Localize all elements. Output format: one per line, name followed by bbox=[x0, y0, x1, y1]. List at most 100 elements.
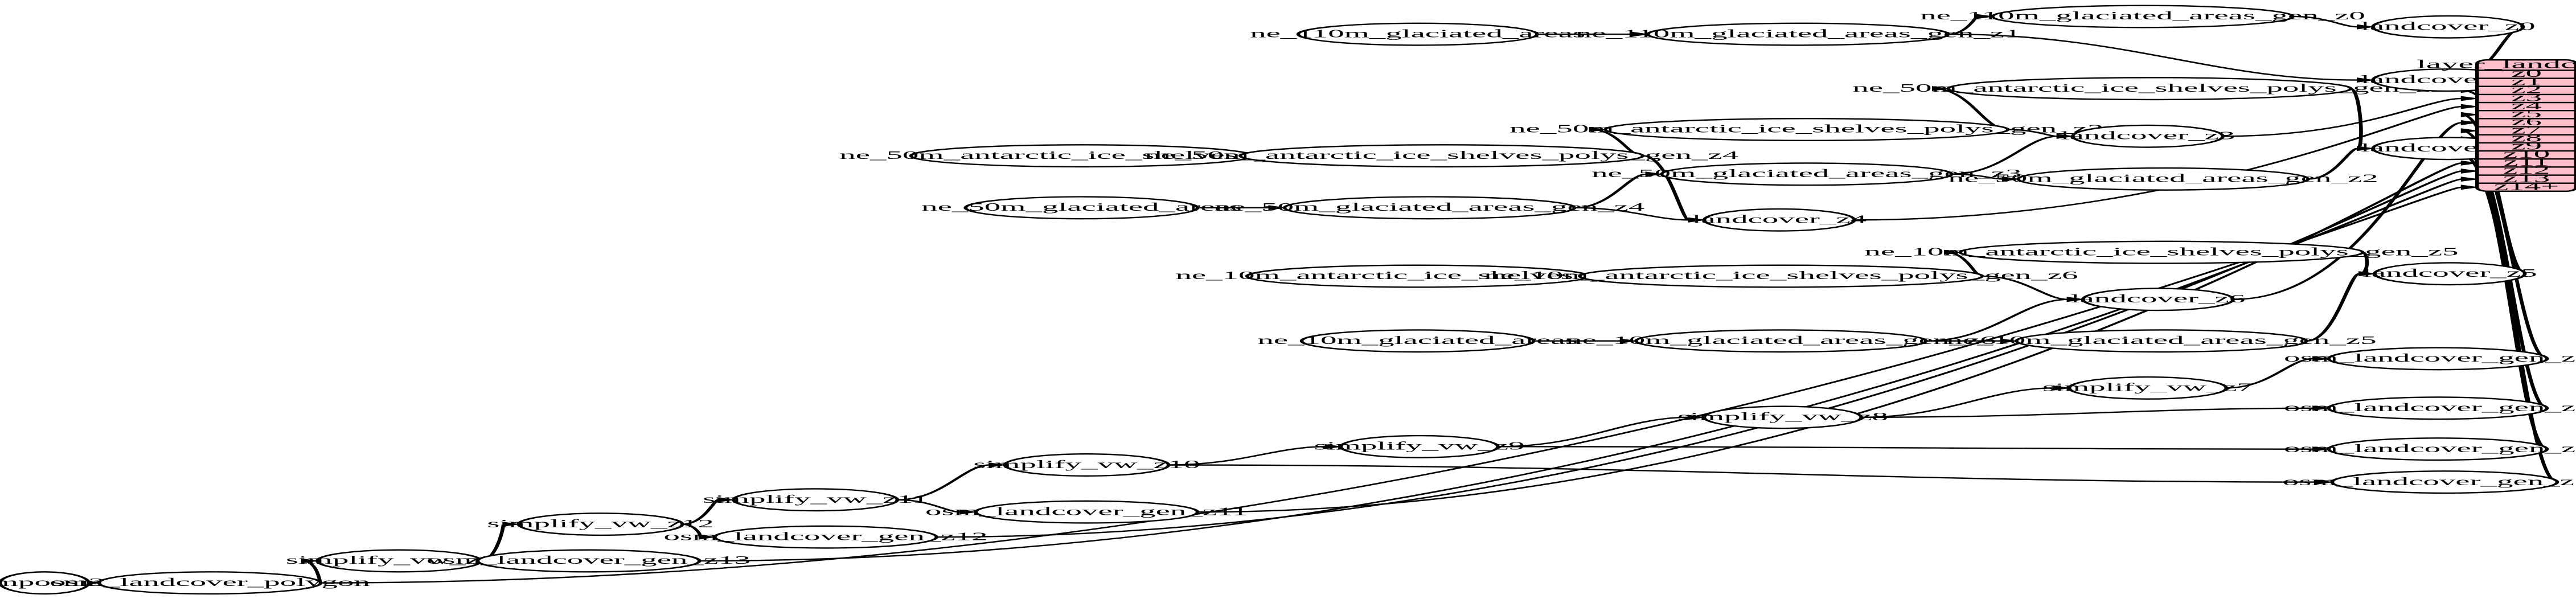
graph-node-landcover_z0[interactable]: landcover_z0 bbox=[2361, 15, 2536, 39]
arrowhead-icon bbox=[2312, 405, 2331, 411]
graph-node-ne_110m_glaciated_areas_gen_z0[interactable]: ne_110m_glaciated_areas_gen_z0 bbox=[1920, 5, 2365, 28]
graph-node-ne_110m_glaciated_areas[interactable]: ne_110m_glaciated_areas bbox=[1250, 22, 1585, 46]
graph-node-osm_landcover_gen_z8[interactable]: osm_landcover_gen_z8 bbox=[2284, 396, 2576, 420]
record-row-z11[interactable]: z11 bbox=[2504, 155, 2549, 168]
record-row-z10[interactable]: z10 bbox=[2503, 147, 2550, 160]
graph-node-ne_50m_glaciated_areas[interactable]: ne_50m_glaciated_areas bbox=[921, 196, 1242, 220]
arrowhead-icon bbox=[1943, 249, 1963, 255]
record-row-z12[interactable]: z12 bbox=[2503, 163, 2550, 176]
node-label: landcover_z0 bbox=[2361, 20, 2536, 32]
node-label: ne_10m_glaciated_areas bbox=[1257, 334, 1578, 346]
edge-ne_50m_glaciated_areas_gen_z2-to-landcover_z2 bbox=[2307, 147, 2359, 180]
graph-node-ne_10m_antarctic_ice_shelves_polys_gen_z5[interactable]: ne_10m_antarctic_ice_shelves_polys_gen_z… bbox=[1864, 240, 2459, 264]
graph-node-simplify_vw_z13[interactable]: simplify_vw_z13 bbox=[286, 549, 512, 573]
node-shape bbox=[0, 571, 91, 595]
arrowhead-icon bbox=[988, 462, 1007, 468]
record-row-z4[interactable]: z4 bbox=[2511, 99, 2542, 112]
graph-node-ne_50m_antarctic_ice_shelves_polys[interactable]: ne_50m_antarctic_ice_shelves_polys bbox=[839, 144, 1324, 168]
arrowhead-icon bbox=[1268, 205, 1287, 211]
graph-node-imposm3[interactable]: imposm3 bbox=[0, 571, 105, 595]
node-label: simplify_vw_z12 bbox=[487, 517, 713, 530]
edge-simplify_vw_z12-to-simplify_vw_z11 bbox=[682, 499, 720, 525]
graph-node-osm_landcover_gen_z12[interactable]: osm_landcover_gen_z12 bbox=[664, 525, 988, 549]
record-row-z0[interactable]: z0 bbox=[2511, 67, 2542, 80]
graph-node-simplify_vw_z11[interactable]: simplify_vw_z11 bbox=[703, 488, 928, 512]
record-row-z2[interactable]: z2 bbox=[2511, 83, 2542, 96]
graph-node-osm_landcover_polygon[interactable]: osm_landcover_polygon bbox=[50, 571, 370, 595]
arrowhead-icon bbox=[717, 497, 736, 503]
record-row-z6[interactable]: z6 bbox=[2511, 115, 2542, 128]
node-label: ne_50m_antarctic_ice_shelves_polys_gen_z… bbox=[1509, 122, 2103, 135]
graph-node-ne_10m_glaciated_areas_gen_z5[interactable]: ne_10m_glaciated_areas_gen_z5 bbox=[1946, 329, 2377, 353]
arrowhead-icon bbox=[2066, 297, 2086, 302]
node-shape bbox=[2327, 347, 2549, 371]
record-row-z13[interactable]: z13 bbox=[2503, 172, 2550, 184]
edge-ne_10m_antarctic_ice_shelves_polys_gen_z6-to-landcover_z6 bbox=[1982, 275, 2068, 300]
record-row-z7[interactable]: z7 bbox=[2511, 124, 2542, 136]
record-table-layer: layer_landcoverz0z1z2z3z4z5z6z7z8z9z10z1… bbox=[2417, 58, 2576, 192]
node-shape bbox=[1003, 453, 1171, 477]
arrowhead-icon bbox=[2001, 176, 2021, 182]
record-row-z3[interactable]: z3 bbox=[2511, 91, 2542, 104]
arrowhead-icon bbox=[959, 509, 978, 515]
record-row-z5[interactable]: z5 bbox=[2511, 107, 2542, 120]
node-shape bbox=[1299, 329, 1536, 353]
node-label: osm_landcover_polygon bbox=[50, 576, 370, 588]
node-shape bbox=[2330, 470, 2559, 494]
graph-node-landcover_z5[interactable]: landcover_z5 bbox=[2362, 262, 2537, 286]
arrowhead-icon bbox=[2460, 169, 2480, 174]
node-shape bbox=[1282, 196, 1577, 220]
graph-node-simplify_vw_z9[interactable]: simplify_vw_z9 bbox=[1314, 434, 1525, 458]
graph-node-landcover_z3[interactable]: landcover_z3 bbox=[2061, 124, 2235, 148]
node-shape bbox=[1946, 77, 2353, 101]
node-label: osm_landcover_gen_z12 bbox=[664, 530, 988, 543]
graph-node-simplify_vw_z8[interactable]: simplify_vw_z8 bbox=[1677, 405, 1888, 429]
node-shape bbox=[2070, 124, 2225, 148]
node-label: ne_10m_glaciated_areas_gen_z5 bbox=[1946, 334, 2376, 346]
arrowhead-icon bbox=[2460, 128, 2480, 134]
node-shape bbox=[1238, 144, 1645, 168]
node-shape bbox=[1603, 117, 2010, 141]
graph-node-ne_50m_antarctic_ice_shelves_polys_gen_z3[interactable]: ne_50m_antarctic_ice_shelves_polys_gen_z… bbox=[1509, 117, 2103, 141]
arrowhead-icon bbox=[2460, 104, 2480, 109]
graph-node-landcover_z4[interactable]: landcover_z4 bbox=[1692, 208, 1867, 232]
edge-simplify_vw_z9-to-osm_landcover_gen_z9 bbox=[1498, 446, 2314, 450]
graph-node-ne_10m_antarctic_ice_shelves_polys_gen_z6[interactable]: ne_10m_antarctic_ice_shelves_polys_gen_z… bbox=[1484, 264, 2078, 288]
graph-node-simplify_vw_z7[interactable]: simplify_vw_z7 bbox=[2042, 376, 2253, 400]
node-label: ne_110m_glaciated_areas_gen_z0 bbox=[1920, 10, 2365, 22]
arrowhead-icon bbox=[2312, 356, 2331, 362]
arrowhead-icon bbox=[2312, 446, 2331, 452]
node-shape bbox=[475, 549, 702, 573]
record-row-z8[interactable]: z8 bbox=[2511, 132, 2542, 144]
graph-node-landcover_z6[interactable]: landcover_z6 bbox=[2071, 288, 2246, 311]
arrowhead-icon bbox=[2358, 271, 2377, 277]
edge-simplify_vw_z11-to-simplify_vw_z10 bbox=[897, 464, 990, 501]
edge-ne_10m_glaciated_areas_gen_z6-to-landcover_z6 bbox=[1926, 298, 2068, 342]
graph-node-ne_50m_glaciated_areas_gen_z2[interactable]: ne_50m_glaciated_areas_gen_z2 bbox=[1948, 167, 2378, 191]
graph-node-ne_50m_glaciated_areas_gen_z4[interactable]: ne_50m_glaciated_areas_gen_z4 bbox=[1215, 196, 1644, 220]
edge-ne_50m_antarctic_ice_shelves_polys_gen_z4-to-landcover_z4 bbox=[1642, 155, 1691, 221]
node-label: simplify_vw_z10 bbox=[973, 458, 1200, 470]
graph-node-osm_landcover_gen_z10[interactable]: osm_landcover_gen_z10 bbox=[2283, 470, 2576, 494]
graph-node-ne_50m_antarctic_ice_shelves_polys_gen_z2[interactable]: ne_50m_antarctic_ice_shelves_polys_gen_z… bbox=[1852, 77, 2447, 101]
graph-node-ne_50m_antarctic_ice_shelves_polys_gen_z4[interactable]: ne_50m_antarctic_ice_shelves_polys_gen_z… bbox=[1145, 144, 1738, 168]
graph-node-osm_landcover_gen_z9[interactable]: osm_landcover_gen_z9 bbox=[2284, 437, 2576, 461]
graph-node-osm_landcover_gen_z7[interactable]: osm_landcover_gen_z7 bbox=[2284, 347, 2576, 371]
graph-node-osm_landcover_gen_z11[interactable]: osm_landcover_gen_z11 bbox=[925, 500, 1248, 524]
graph-node-ne_110m_glaciated_areas_gen_z1[interactable]: ne_110m_glaciated_areas_gen_z1 bbox=[1576, 22, 2021, 46]
edge-ne_10m_glaciated_areas_gen_z5-to-landcover_z5 bbox=[2306, 273, 2361, 342]
graph-node-simplify_vw_z12[interactable]: simplify_vw_z12 bbox=[487, 512, 714, 536]
graph-node-ne_10m_glaciated_areas_gen_z6[interactable]: ne_10m_glaciated_areas_gen_z6 bbox=[1566, 329, 1996, 353]
edge-simplify_vw_z11-to-osm_landcover_gen_z11 bbox=[897, 499, 961, 513]
record-row-z14plus[interactable]: z14+ bbox=[2494, 180, 2559, 192]
graph-node-ne_50m_glaciated_areas_gen_z3[interactable]: ne_50m_glaciated_areas_gen_z3 bbox=[1591, 162, 2022, 186]
record-row-z9[interactable]: z9 bbox=[2511, 140, 2542, 152]
graph-node-simplify_vw_z10[interactable]: simplify_vw_z10 bbox=[973, 453, 1200, 477]
edge-ne_50m_glaciated_areas_gen_z3-to-landcover_z3 bbox=[1951, 136, 2058, 175]
graph-node-ne_10m_glaciated_areas[interactable]: ne_10m_glaciated_areas bbox=[1257, 329, 1578, 353]
record-row-z1[interactable]: z1 bbox=[2511, 75, 2542, 88]
arrowhead-icon bbox=[1932, 86, 1951, 92]
graph-node-osm_landcover_gen_z13[interactable]: osm_landcover_gen_z13 bbox=[426, 549, 750, 573]
